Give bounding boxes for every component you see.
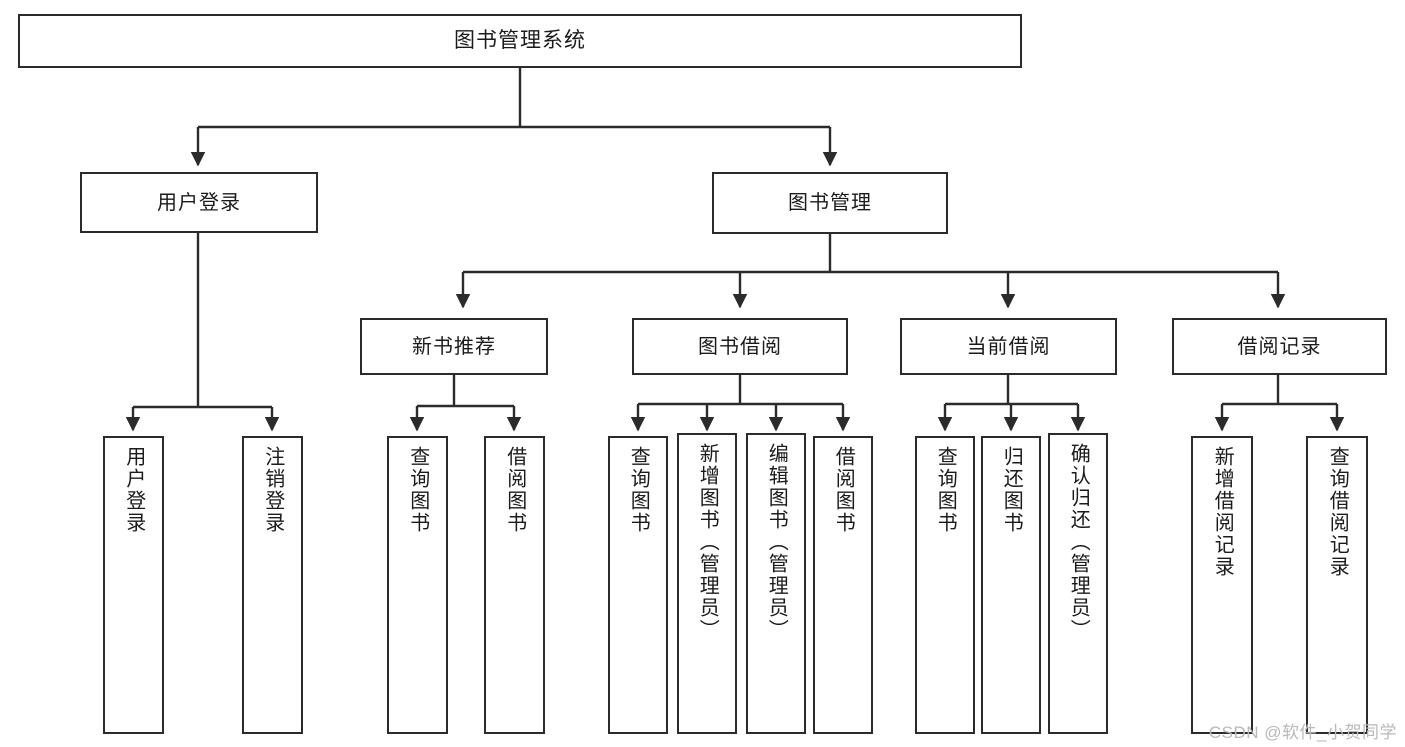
node-leaf-current-return-book[interactable]: 归还图书 bbox=[981, 436, 1041, 734]
node-label: 用户登录 bbox=[122, 446, 145, 534]
node-leaf-recommend-query-book[interactable]: 查询图书 bbox=[387, 436, 448, 734]
node-label: 图书借阅 bbox=[698, 335, 782, 358]
node-leaf-recommend-borrow-book[interactable]: 借阅图书 bbox=[484, 436, 545, 734]
node-book-manage[interactable]: 图书管理 bbox=[712, 172, 948, 234]
node-label: 新增借阅记录 bbox=[1211, 446, 1234, 578]
node-leaf-borrow-add-book-admin[interactable]: 新增图书（管理员） bbox=[677, 433, 737, 734]
node-label: 当前借阅 bbox=[966, 335, 1051, 358]
node-leaf-borrow-query-book[interactable]: 查询图书 bbox=[608, 436, 668, 734]
node-root-system[interactable]: 图书管理系统 bbox=[18, 14, 1022, 68]
node-label: 注销登录 bbox=[261, 446, 284, 534]
node-leaf-current-query-book[interactable]: 查询图书 bbox=[915, 436, 975, 734]
node-user-login[interactable]: 用户登录 bbox=[80, 172, 318, 233]
node-label: 确认归还（管理员） bbox=[1067, 443, 1090, 641]
node-leaf-borrow-edit-book-admin[interactable]: 编辑图书（管理员） bbox=[746, 433, 806, 734]
node-label: 借阅图书 bbox=[832, 446, 855, 534]
node-borrow-record[interactable]: 借阅记录 bbox=[1172, 318, 1387, 375]
node-label: 图书管理 bbox=[788, 192, 872, 214]
node-current-borrow[interactable]: 当前借阅 bbox=[900, 318, 1117, 375]
node-label: 新书推荐 bbox=[412, 335, 496, 358]
node-leaf-record-add[interactable]: 新增借阅记录 bbox=[1191, 436, 1253, 734]
node-leaf-user-login[interactable]: 用户登录 bbox=[103, 436, 164, 734]
node-label: 编辑图书（管理员） bbox=[765, 443, 788, 641]
node-label: 借阅记录 bbox=[1237, 335, 1322, 358]
node-label: 查询图书 bbox=[934, 446, 957, 534]
node-label: 新增图书（管理员） bbox=[696, 443, 719, 641]
node-leaf-record-query[interactable]: 查询借阅记录 bbox=[1306, 436, 1368, 734]
node-label: 归还图书 bbox=[1000, 446, 1023, 534]
node-new-book-recommend[interactable]: 新书推荐 bbox=[360, 318, 548, 375]
node-leaf-borrow-lend-book[interactable]: 借阅图书 bbox=[813, 436, 873, 734]
node-label: 用户登录 bbox=[157, 191, 241, 214]
node-label: 借阅图书 bbox=[503, 446, 526, 534]
node-label: 查询图书 bbox=[627, 446, 650, 534]
node-label: 查询图书 bbox=[406, 446, 429, 534]
node-book-borrow[interactable]: 图书借阅 bbox=[632, 318, 848, 375]
csdn-watermark: CSDN @软件_小贺同学 bbox=[1208, 723, 1397, 742]
node-label: 图书管理系统 bbox=[454, 29, 586, 53]
node-label: 查询借阅记录 bbox=[1326, 446, 1349, 578]
node-leaf-current-confirm-return-admin[interactable]: 确认归还（管理员） bbox=[1048, 433, 1108, 734]
node-leaf-user-logout[interactable]: 注销登录 bbox=[242, 436, 303, 734]
